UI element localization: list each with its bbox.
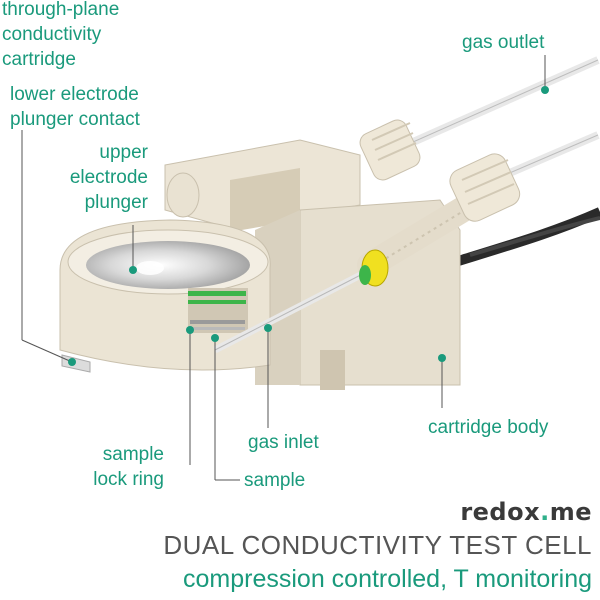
cartridge-body-pointer: [438, 354, 446, 362]
label-upper-electrode: upper electrode plunger: [69, 142, 148, 213]
electrode-highlight: [136, 261, 164, 275]
green-ferrule-ring: [359, 265, 371, 285]
brand-dot: .: [540, 498, 550, 526]
sample-pointer: [211, 334, 219, 342]
green-seal-upper: [188, 291, 246, 296]
gas-outlet-pointer: [541, 86, 549, 94]
gas-inlet-pointer: [264, 324, 272, 332]
label-lower-electrode: lower electrode plunger contact: [10, 84, 140, 130]
green-seal-lower: [188, 300, 246, 304]
gas-outlet-tube-edge: [394, 59, 599, 151]
label-cartridge-body: cartridge body: [428, 417, 549, 438]
upper-electrode-pointer: [129, 266, 137, 274]
inlet-knurled-cap: [449, 153, 521, 222]
label-lock-ring: sample lock ring: [93, 444, 164, 490]
gas-inlet-tube-edge: [214, 264, 381, 351]
label-gas-outlet: gas outlet: [462, 32, 545, 53]
inlet-threads: [379, 209, 466, 263]
lower-electrode-contact-tab: [61, 354, 91, 373]
upper-electrode-plunger-well: [86, 241, 250, 289]
brand-suffix: me: [549, 498, 592, 526]
label-gas-inlet: gas inlet: [248, 432, 319, 453]
outlet-knurled-cap: [359, 119, 421, 181]
brand-prefix: redox: [460, 498, 541, 526]
lock-ring-pointer: [186, 326, 194, 334]
sample-layer: [190, 320, 245, 324]
brand-logo: redox.me: [460, 498, 592, 526]
inlet-threaded-tube: [357, 192, 483, 278]
black-cable-highlight: [469, 216, 600, 257]
body-slot: [230, 168, 300, 232]
body-notch: [320, 350, 345, 390]
sample-lock-ring-layer: [190, 327, 245, 330]
side-peg: [166, 172, 200, 218]
page-title: DUAL CONDUCTIVITY TEST CELL: [163, 530, 592, 560]
leader-lines: [21, 55, 549, 481]
lower-electrode-pointer: [68, 358, 76, 366]
label-cartridge: through-plane conductivity cartridge: [2, 0, 120, 70]
page-subtitle: compression controlled, T monitoring: [183, 565, 592, 593]
label-sample: sample: [244, 470, 306, 491]
